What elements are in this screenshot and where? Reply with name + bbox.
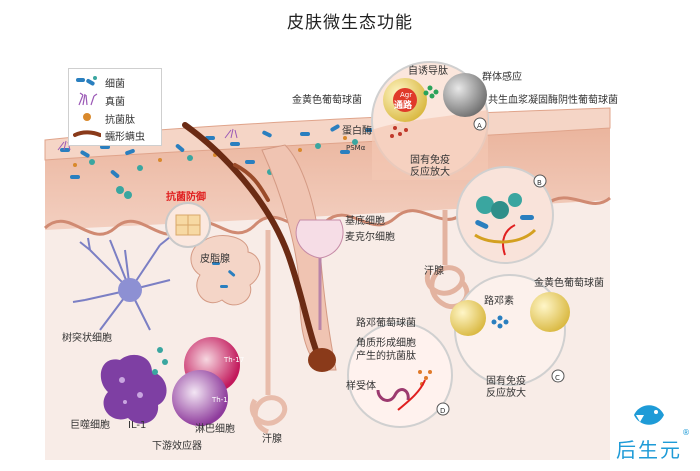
logo-registered: ® xyxy=(682,428,690,437)
label-sebaceous-gland: 皮脂腺 xyxy=(200,254,230,266)
label-protease: 蛋白酶 xyxy=(342,126,372,138)
label-merkel-cell: 麦克尔细胞 xyxy=(345,232,395,244)
label-lugdunin: 路邓素 xyxy=(484,296,514,308)
label-panel-c-innate: 固有免疫 xyxy=(486,376,526,388)
label-agr-pathway: 通路 xyxy=(394,100,412,112)
bacteria-icon xyxy=(73,73,101,89)
label-basal-cell: 基底细胞 xyxy=(345,216,385,228)
marker-a: A xyxy=(477,120,482,132)
legend-item-amp: 抗菌肽 xyxy=(73,109,161,125)
legend-label-bacteria: 细菌 xyxy=(105,75,125,90)
label-quorum-sensing: 群体感应 xyxy=(482,72,522,84)
legend-label-amp: 抗菌肽 xyxy=(105,111,135,126)
legend-label-demodex: 蠕形螨虫 xyxy=(105,128,145,143)
label-il1: IL-1 xyxy=(128,420,146,432)
label-th17: Th-17 xyxy=(224,354,244,366)
fungi-icon xyxy=(73,91,101,107)
label-panel-c-s-aureus: 金黄色葡萄球菌 xyxy=(534,278,604,290)
marker-b: B xyxy=(537,177,542,189)
panel-c-s-lugdunensis xyxy=(450,300,486,336)
label-lymphocyte: 淋巴细胞 xyxy=(195,424,235,436)
label-panel-d-line2: 产生的抗菌肽 xyxy=(356,351,416,363)
label-receptor: 样受体 xyxy=(346,381,376,393)
label-panel-a-s-aureus: 金黄色葡萄球菌 xyxy=(292,95,362,107)
label-antimicrobial-defense: 抗菌防御 xyxy=(166,192,206,204)
label-s-lugdunensis: 路邓葡萄球菌 xyxy=(356,318,416,330)
label-panel-a-amplify: 反应放大 xyxy=(410,167,450,179)
label-panel-d-line1: 角质形成细胞 xyxy=(356,338,416,350)
antimicrobial-peptide-icon xyxy=(73,109,101,125)
label-dendritic-cell: 树突状细胞 xyxy=(62,333,112,345)
label-macrophage: 巨噬细胞 xyxy=(70,420,110,432)
legend-box: 细菌 真菌 抗菌肽 蠕形螨虫 xyxy=(68,68,162,146)
logo-text: 后生元 xyxy=(616,434,682,463)
panel-c-s-aureus xyxy=(530,292,570,332)
legend-item-fungi: 真菌 xyxy=(73,91,161,107)
brand-logo: 后生元 ® xyxy=(612,398,692,466)
demodex-mite-icon xyxy=(73,126,101,142)
label-th1: Th-1 xyxy=(212,394,228,406)
legend-item-demodex: 蠕形螨虫 xyxy=(73,126,161,142)
label-sweat-gland-mid: 汗腺 xyxy=(424,266,444,278)
hair-bulb xyxy=(308,348,336,372)
label-sweat-gland-bottom: 汗腺 xyxy=(262,434,282,446)
label-psm: PSMα xyxy=(346,142,365,154)
marker-c: C xyxy=(555,372,560,384)
label-cns: 共生血浆凝固酶阴性葡萄球菌 xyxy=(488,95,618,107)
label-downstream-effector: 下游效应器 xyxy=(152,441,202,453)
label-self-inducing-peptide: 自诱导肽 xyxy=(408,66,448,78)
dendritic-cell-body xyxy=(118,278,142,302)
marker-d: D xyxy=(440,405,445,417)
logo-fish-icon xyxy=(630,398,670,432)
label-panel-a-innate: 固有免疫 xyxy=(410,155,450,167)
label-panel-c-amplify: 反应放大 xyxy=(486,388,526,400)
legend-label-fungi: 真菌 xyxy=(105,93,125,108)
legend-item-bacteria: 细菌 xyxy=(73,73,161,89)
panel-a-cns xyxy=(443,73,487,117)
